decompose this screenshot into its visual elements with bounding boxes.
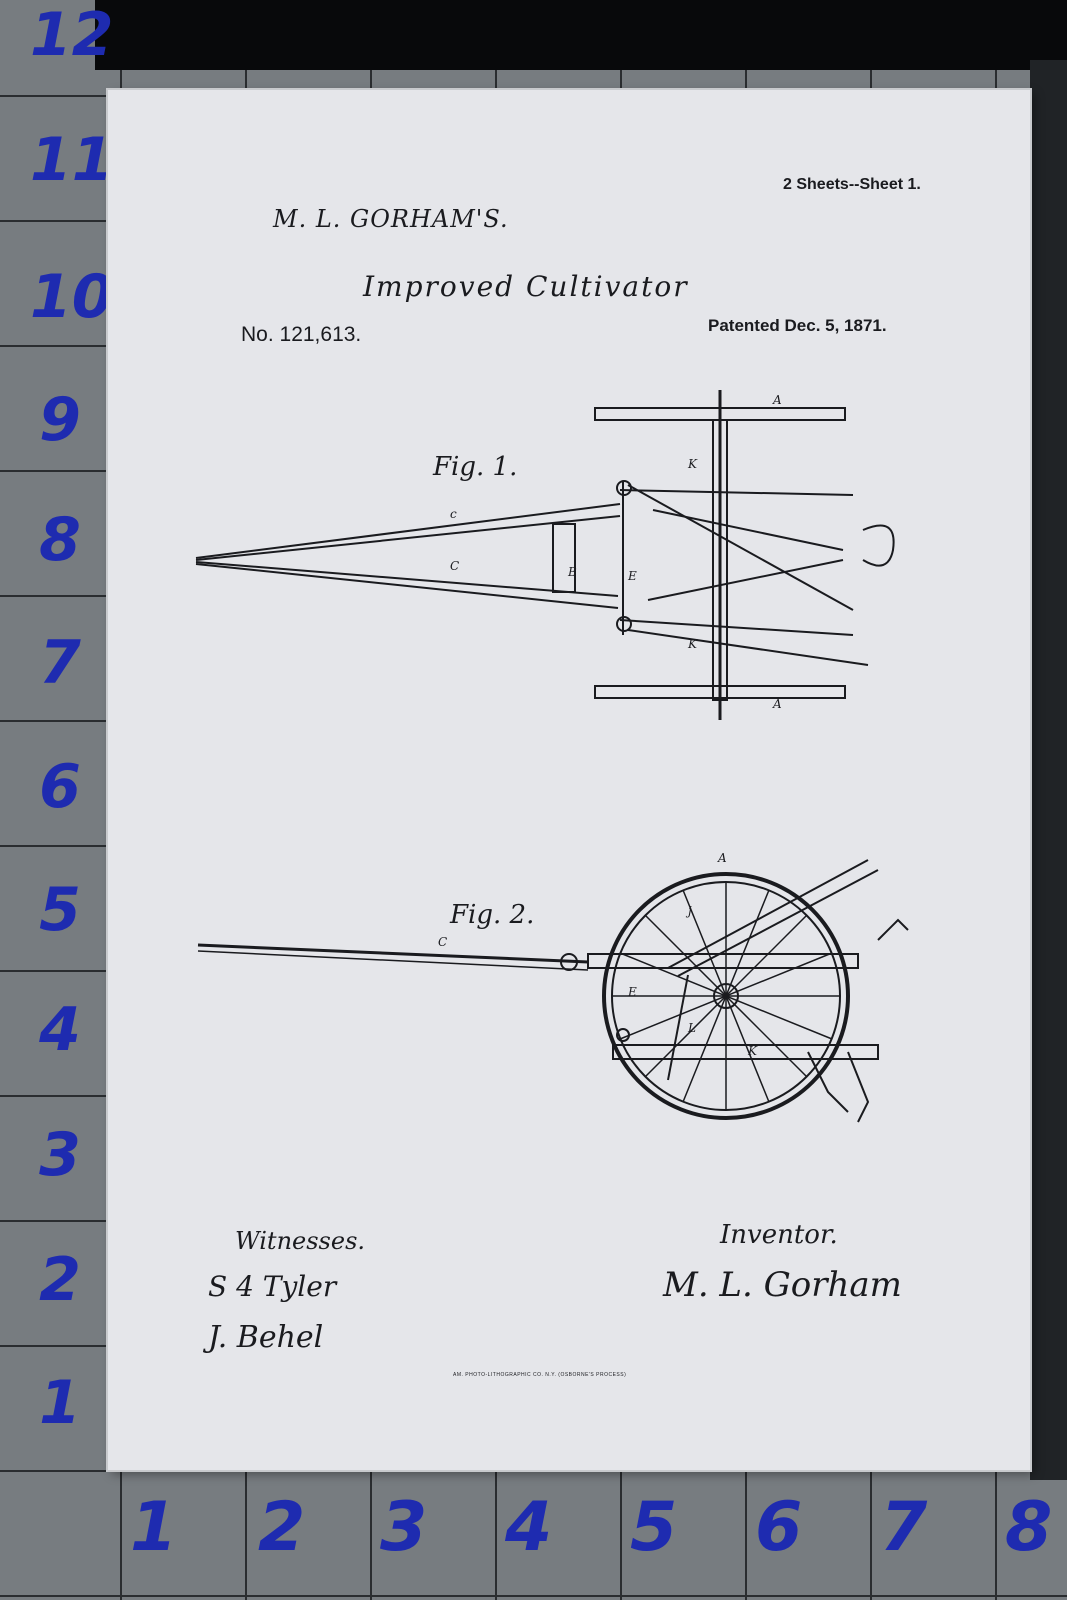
dark-background-right — [1030, 60, 1067, 1480]
ruler-number-left: 11 — [30, 125, 114, 195]
ruler-number-left: 6 — [39, 752, 81, 822]
ruler-number-left: 2 — [39, 1245, 81, 1315]
figure-1-drawing: A A cC B K K E — [195, 390, 895, 720]
patent-number: No. 121,613. — [241, 323, 362, 346]
inventor-signature: M. L. Gorham — [663, 1265, 902, 1305]
ruler-number-left: 1 — [39, 1368, 81, 1438]
svg-text:c: c — [450, 507, 457, 521]
ruler-number-left: 5 — [39, 875, 81, 945]
ruler-number-left: 12 — [30, 0, 114, 70]
fig-1-label: Fig. 1. — [433, 452, 518, 482]
printer-credit: AM. PHOTO-LITHOGRAPHIC CO. N.Y. (OSBORNE… — [453, 1372, 627, 1378]
inventor-header: M. L. GORHAM'S. — [273, 205, 509, 233]
svg-text:E: E — [627, 569, 637, 583]
ruler-number-bottom: 7 — [880, 1488, 928, 1567]
ruler-number-bottom: 6 — [755, 1488, 803, 1567]
ruler-number-left: 8 — [39, 505, 81, 575]
witness-signature-2: J. Behel — [208, 1320, 324, 1355]
patent-sheet: 2 Sheets--Sheet 1. M. L. GORHAM'S. Impro… — [108, 90, 1030, 1470]
figure-2-drawing: C A jE K L — [197, 851, 909, 1123]
svg-text:A: A — [772, 393, 782, 407]
svg-text:K: K — [687, 637, 698, 651]
svg-text:C: C — [438, 935, 447, 949]
svg-text:A: A — [772, 697, 782, 711]
ruler-number-bottom: 4 — [505, 1488, 553, 1567]
svg-text:j: j — [685, 904, 692, 918]
svg-text:B: B — [567, 565, 577, 579]
ruler-number-bottom: 3 — [380, 1488, 428, 1567]
sheet-label: 2 Sheets--Sheet 1. — [783, 176, 921, 193]
svg-text:E: E — [627, 985, 637, 999]
ruler-number-bottom: 1 — [130, 1488, 178, 1567]
ruler-number-bottom: 5 — [630, 1488, 678, 1567]
ruler-number-bottom: 2 — [258, 1488, 306, 1567]
witnesses-label: Witnesses. — [235, 1227, 366, 1255]
dark-background-top — [95, 0, 1067, 70]
ruler-number-bottom: 8 — [1005, 1488, 1053, 1567]
ruler-number-left: 3 — [39, 1120, 81, 1190]
svg-text:K: K — [747, 1044, 758, 1058]
svg-text:A: A — [717, 851, 727, 865]
ruler-number-left: 9 — [39, 385, 81, 455]
svg-text:C: C — [450, 559, 459, 573]
ruler-number-left: 4 — [39, 995, 81, 1065]
ruler-number-left: 7 — [39, 628, 81, 698]
witness-signature-1: S 4 Tyler — [208, 1270, 337, 1303]
patent-date: Patented Dec. 5, 1871. — [708, 316, 887, 335]
inventor-label: Inventor. — [720, 1220, 838, 1250]
ruler-number-left: 10 — [30, 262, 114, 332]
svg-text:L: L — [687, 1021, 696, 1035]
fig-2-label: Fig. 2. — [450, 900, 535, 930]
svg-text:K: K — [687, 457, 698, 471]
document-title: Improved Cultivator — [363, 270, 689, 303]
